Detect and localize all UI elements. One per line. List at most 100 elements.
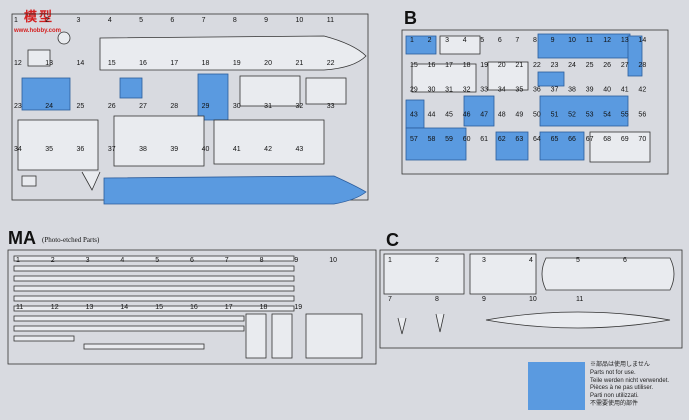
sprue-b-number: 20 [498, 62, 506, 69]
sprue-b-number: 50 [533, 111, 541, 118]
railing-15 [83, 343, 205, 350]
watermark-brand: 模型 [24, 9, 55, 24]
sprue-b-number: 34 [498, 87, 506, 94]
sprue-a-number: 1 [14, 17, 18, 24]
sprue-ma-frame [7, 249, 377, 365]
sprue-ma-number: 16 [190, 304, 198, 311]
legend-line-zh: 不需要使用的部件 [590, 400, 639, 407]
sprue-b-number: 4 [463, 37, 467, 44]
sprue-ma-number: 6 [190, 257, 194, 264]
sprue-a-part-1 [57, 31, 71, 45]
sprue-b-number: 67 [586, 136, 594, 143]
sprue-a-number: 36 [77, 146, 85, 153]
sprue-a-number: 33 [327, 103, 335, 110]
sprue-a-number: 12 [14, 60, 22, 67]
railing-5 [13, 295, 295, 302]
sprue-a-number: 30 [233, 103, 241, 110]
sprue-b-part-32 [537, 33, 631, 59]
watermark-url: www.hobby.com [14, 28, 62, 34]
sprue-a-part-31 [305, 77, 347, 105]
sprue-a-part-23 [197, 73, 229, 121]
sprue-b-part-grid [439, 35, 481, 55]
sprue-b-number: 37 [551, 87, 559, 94]
sprue-ma-number: 7 [225, 257, 229, 264]
sprue-b-part-31 [495, 131, 529, 161]
sprue-b-number: 56 [638, 111, 646, 118]
sprue-b-number: 8 [533, 37, 537, 44]
sprue-ma-railings [13, 255, 295, 350]
sprue-a-part-20 [21, 175, 37, 187]
sprue-a-part-35 [213, 119, 325, 165]
sprue-c-number: 10 [529, 296, 537, 303]
sprue-b-number: 41 [621, 87, 629, 94]
sprue-ma-number: 18 [260, 304, 268, 311]
sprue-b-number: 9 [551, 37, 555, 44]
sprue-c-part-10 [397, 317, 407, 335]
sprue-a-number: 43 [295, 146, 303, 153]
sprue-c-number: 8 [435, 296, 439, 303]
legend-line-it: Parti non utilizzati. [590, 393, 639, 400]
sprue-b-number: 38 [568, 87, 576, 94]
sprue-a-number: 5 [139, 17, 143, 24]
sprue-b-number: 35 [515, 87, 523, 94]
sprue-b-number: 36 [533, 87, 541, 94]
sprue-b-number: 10 [568, 37, 576, 44]
legend-line-en: Parts not for use. [590, 369, 636, 376]
sprue-a-number: 20 [264, 60, 272, 67]
sprue-c-label: C [386, 230, 399, 250]
sprue-c-part-5 [469, 253, 537, 295]
sprue-ma-number: 13 [86, 304, 94, 311]
sprue-a-hull-deck [99, 35, 367, 71]
sprue-b-part-24 [405, 127, 467, 161]
sprue-c-number: 3 [482, 257, 486, 264]
sprue-a-number: 7 [202, 17, 206, 24]
sprue-b-number: 3 [445, 37, 449, 44]
sprue-b-number: 57 [410, 136, 418, 143]
sprue-b-number: 2 [428, 37, 432, 44]
sprue-a-number: 13 [45, 60, 53, 67]
sprue-ma-grid [305, 313, 363, 359]
sprue-b-number: 48 [498, 111, 506, 118]
sprue-ma-number: 9 [294, 257, 298, 264]
sprue-a-part-22 [81, 171, 101, 191]
sprue-c-part-7 [541, 257, 675, 291]
sprue-b-number: 15 [410, 62, 418, 69]
railing-8 [13, 325, 245, 332]
sprue-a-number: 39 [170, 146, 178, 153]
sprue-b-number: 19 [480, 62, 488, 69]
sprue-b-label: B [404, 8, 417, 28]
sprue-ma-ladder-b [271, 313, 293, 359]
railing-1 [13, 255, 295, 262]
sprue-b-number: 30 [428, 87, 436, 94]
sprue-ma-number: 19 [294, 304, 302, 311]
sprue-b-number: 14 [638, 37, 646, 44]
watermark-logo: 模型 www.hobby.com [8, 4, 78, 38]
sprue-a-number: 25 [77, 103, 85, 110]
sprue-a-number: 42 [264, 146, 272, 153]
sprue-b-number: 70 [638, 136, 646, 143]
sprue-b-number: 25 [586, 62, 594, 69]
sprue-c-number: 6 [623, 257, 627, 264]
sprue-b-number: 7 [515, 37, 519, 44]
sprue-b-number: 23 [551, 62, 559, 69]
sprue-b-number: 61 [480, 136, 488, 143]
sprue-a-part-25 [239, 75, 301, 107]
sprue-a-number: 38 [139, 146, 147, 153]
sprue-a-number: 16 [139, 60, 147, 67]
sprue-c-number: 11 [576, 296, 583, 303]
sprue-b-part-misc-a [411, 63, 477, 93]
sprue-b-number: 68 [603, 136, 611, 143]
sprue-b-number: 59 [445, 136, 453, 143]
sprue-a-number: 27 [139, 103, 147, 110]
sprue-b-number: 53 [586, 111, 594, 118]
sprue-a-part-grid [27, 49, 51, 67]
railing-9 [13, 335, 75, 342]
sprue-b-number: 22 [533, 62, 541, 69]
sprue-ma-number: 2 [51, 257, 55, 264]
sprue-ma-number: 5 [155, 257, 159, 264]
sprue-a-number: 4 [108, 17, 112, 24]
sprue-b-number: 21 [515, 62, 523, 69]
